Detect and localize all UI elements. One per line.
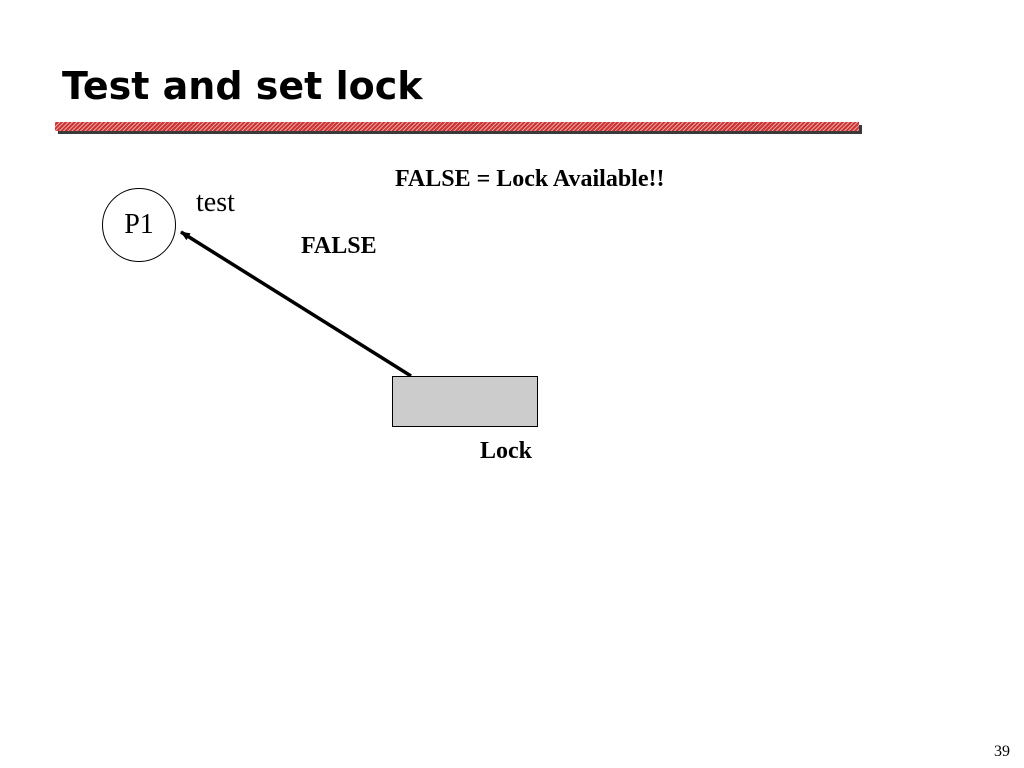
lock-box [392,376,538,427]
process-node: P1 [102,188,176,262]
returned-value-label: FALSE [301,233,377,259]
slide-title: Test and set lock [62,64,423,108]
test-label: test [196,187,235,218]
process-label: P1 [124,209,154,240]
lock-note: FALSE = Lock Available!! [395,166,665,192]
title-underline [55,122,859,131]
lock-label: Lock [480,438,533,464]
slide-number: 39 [994,743,1010,760]
